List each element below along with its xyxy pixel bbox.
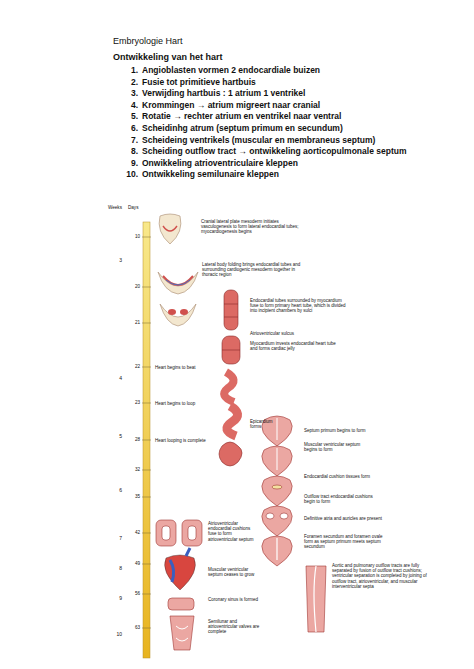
list-number: 7. (122, 136, 138, 146)
list-item: Verwijding hartbuis : 1 atrium 1 ventrik… (142, 89, 305, 99)
list-item: Scheidinhg atrum (septum primum en secun… (142, 124, 343, 134)
figure-caption: Heart looping is complete (155, 438, 206, 443)
day-number: 42 (126, 530, 140, 535)
list-item: Scheideing ventrikels (muscular en membr… (142, 136, 375, 146)
list-item: Angioblasten vormen 2 endocardiale buize… (142, 66, 320, 76)
figure-caption: Heart begins to loop (155, 401, 195, 406)
septation-hearts (262, 416, 292, 566)
week-number: 4 (110, 376, 122, 382)
figure-caption: Endocardial tubes surrounded by myocardi… (250, 298, 350, 314)
list-number: 9. (122, 159, 138, 169)
heart-tube-series (219, 290, 242, 466)
figure-caption: Aortic and pulmonary outflow tracts are … (332, 563, 432, 589)
figure-caption: Lateral body folding brings endocardial … (202, 262, 310, 278)
figure-caption: Endocardial cushion tissues form (304, 474, 370, 479)
figure-caption: Outflow tract endocardial cushions begin… (304, 494, 376, 504)
figure-caption: Cranial lateral plate mesoderm initiates… (201, 219, 309, 235)
week-number: 7 (110, 536, 122, 542)
week-number: 5 (110, 434, 122, 440)
page-title: Embryologie Hart (113, 36, 183, 46)
valve-tube (168, 598, 194, 650)
figure-caption: Atrioventricular sulcus (250, 331, 294, 336)
list-item: Onwikkeling atrioventriculaire kleppen (142, 159, 298, 169)
list-number: 1. (122, 66, 138, 76)
list-item: Rotatie → rechter atrium en ventrikel na… (142, 112, 341, 122)
list-number: 2. (122, 78, 138, 88)
week-number: 6 (110, 488, 122, 494)
section-heading: Ontwikkeling van het hart (113, 52, 223, 62)
day-number: 56 (126, 591, 140, 596)
list-number: 10. (122, 170, 138, 180)
figure-caption: Muscular ventricular septum ceases to gr… (208, 567, 258, 577)
cardiogenic-disc (159, 214, 181, 244)
list-number: 5. (122, 112, 138, 122)
list-item: Ontwikkeling semilunaire kleppen (142, 170, 279, 180)
figure-caption: Atrioventricular endocardial cushions fu… (208, 521, 254, 542)
day-number: 28 (126, 437, 140, 442)
day-number: 20 (126, 284, 140, 289)
heart-with-vessels (165, 548, 196, 590)
timeline-ticks (142, 237, 151, 628)
figure-caption: Epicardium forms (250, 419, 280, 429)
day-number: 23 (126, 400, 140, 405)
av-cushions (156, 520, 202, 546)
day-number: 35 (126, 494, 140, 499)
week-number: 9 (110, 596, 122, 602)
figure-caption: Definitive atria and auricles are presen… (304, 516, 382, 521)
figure-caption: Septum primum begins to form (304, 428, 366, 433)
list-number: 8. (122, 147, 138, 157)
week-number: 8 (110, 566, 122, 572)
day-number: 63 (126, 625, 140, 630)
list-number: 6. (122, 124, 138, 134)
figure-caption: Muscular ventricular septum begins to fo… (304, 442, 366, 452)
list-item: Scheiding outflow tract → ontwikkeling a… (142, 147, 406, 157)
week-number: 3 (110, 258, 122, 264)
list-number: 3. (122, 89, 138, 99)
day-number: 22 (126, 364, 140, 369)
figure-caption: Myocardium invests endocardial heart tub… (250, 341, 342, 351)
list-item: Fusie tot primitieve hartbuis (142, 78, 256, 88)
day-number: 21 (126, 320, 140, 325)
week-number: 10 (110, 632, 122, 638)
figure-caption: Coronary sinus is formed (208, 597, 258, 602)
figure-caption: Heart begins to beat (155, 365, 196, 370)
axis-header: Days (128, 205, 138, 210)
lateral-folding (158, 272, 198, 294)
figure-caption: Foramen secundum and foramen ovale form … (304, 534, 392, 550)
tube-fusion (160, 304, 196, 326)
day-number: 10 (126, 234, 140, 239)
list-number: 4. (122, 101, 138, 111)
timeline-bar (143, 222, 150, 658)
list-item: Krommingen → atrium migreert naar crania… (142, 101, 320, 111)
day-number: 49 (126, 561, 140, 566)
day-number: 32 (126, 467, 140, 472)
axis-header: Weeks (108, 205, 122, 210)
figure-caption: Semilunar and atrioventricular valves ar… (208, 619, 264, 635)
outflow-tract (306, 566, 326, 632)
